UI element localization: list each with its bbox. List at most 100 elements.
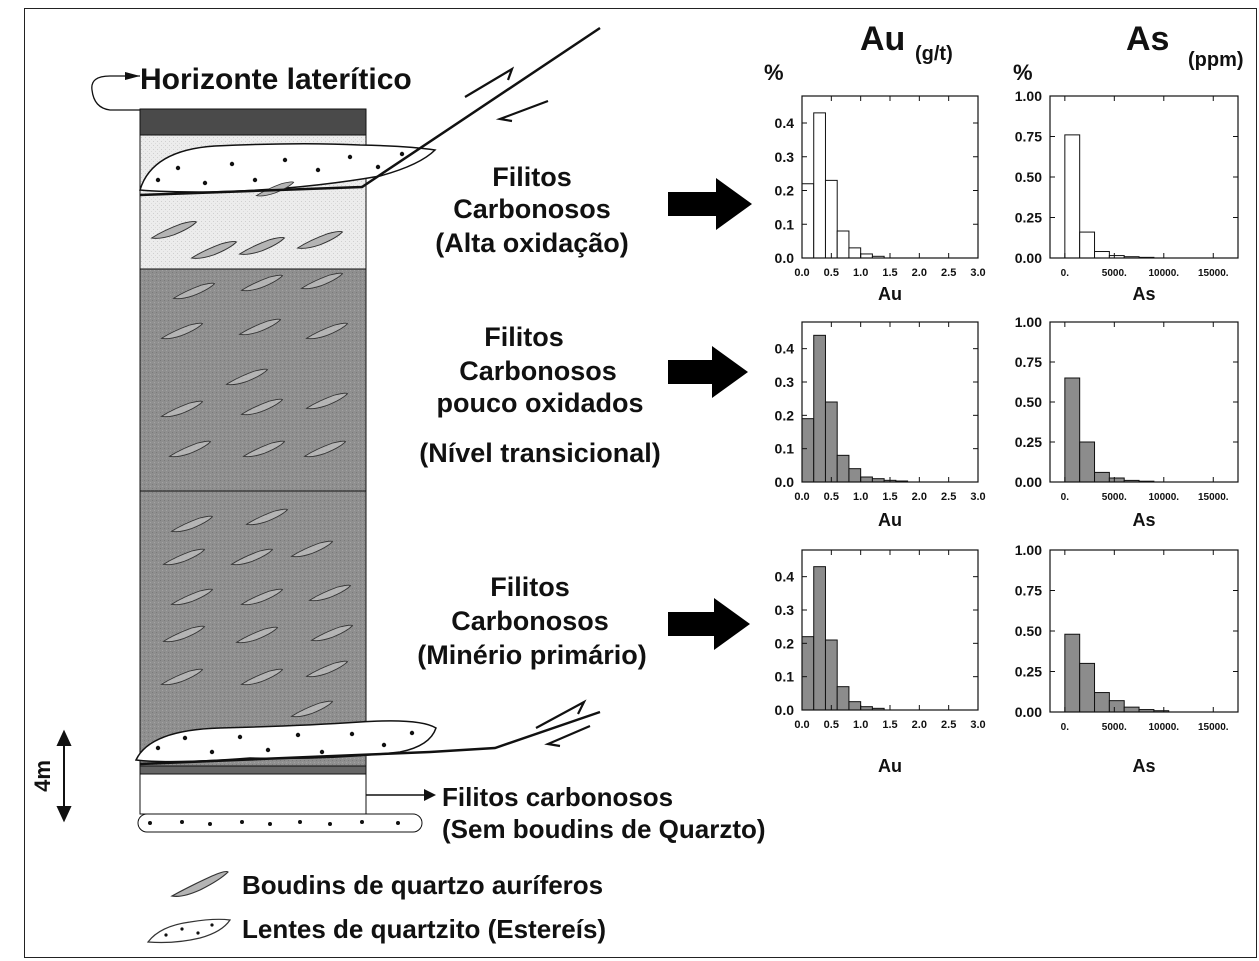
zone1-line3: (Alta oxidação) xyxy=(435,228,629,258)
zone-labels: Filitos Carbonosos (Alta oxidação) Filit… xyxy=(417,162,661,670)
bar xyxy=(1094,471,1110,483)
bar xyxy=(801,418,815,483)
bar xyxy=(860,253,873,259)
bar xyxy=(1079,231,1096,259)
au-percent-label: % xyxy=(764,60,784,85)
histogram-as-4: 0.000.250.500.751.000.5000.10000.15000.A… xyxy=(1015,314,1239,530)
bar xyxy=(836,686,850,711)
y-tick-label: 0.00 xyxy=(1015,250,1042,266)
scale-bar xyxy=(56,729,72,823)
y-tick-label: 0.75 xyxy=(1015,583,1042,599)
y-tick-label: 1.00 xyxy=(1015,88,1042,104)
y-tick-label: 0.50 xyxy=(1015,394,1042,410)
x-axis-label: As xyxy=(1132,756,1155,776)
x-axis-label: Au xyxy=(878,284,902,304)
bar xyxy=(1064,134,1081,259)
histogram-as-6: 0.000.250.500.751.000.5000.10000.15000.A… xyxy=(1015,542,1239,776)
x-tick-label: 1.5 xyxy=(882,719,897,731)
zone1-line2: Carbonosos xyxy=(453,194,611,224)
bar xyxy=(1108,700,1125,713)
zone3-line2: Carbonosos xyxy=(451,606,609,636)
as-unit: (ppm) xyxy=(1188,49,1244,71)
y-tick-label: 0.3 xyxy=(775,149,795,165)
x-tick-label: 3.0 xyxy=(970,267,985,279)
x-tick-label: 2.0 xyxy=(912,491,927,503)
lateritic-bracket xyxy=(91,75,140,111)
x-tick-label: 5000. xyxy=(1102,268,1127,279)
bar xyxy=(1123,706,1140,713)
y-tick-label: 0.0 xyxy=(775,474,795,490)
y-tick-label: 0.4 xyxy=(775,569,795,585)
x-tick-label: 5000. xyxy=(1102,722,1127,733)
primary-ore-layer xyxy=(139,490,367,767)
zone2-line4: (Nível transicional) xyxy=(419,438,661,468)
y-tick-label: 0.2 xyxy=(775,407,795,423)
x-tick-label: 10000. xyxy=(1148,268,1179,279)
zone2-line1: Filitos xyxy=(484,322,564,352)
base-label-arrowhead xyxy=(424,789,436,801)
bar xyxy=(813,566,826,711)
x-tick-label: 0. xyxy=(1061,722,1070,733)
zone3-line1: Filitos xyxy=(490,572,570,602)
x-tick-label: 0.5 xyxy=(824,491,839,503)
y-tick-label: 0.0 xyxy=(775,702,795,718)
bar xyxy=(848,247,862,259)
x-tick-label: 2.5 xyxy=(941,267,956,279)
y-tick-label: 0.00 xyxy=(1015,474,1042,490)
x-tick-label: 0. xyxy=(1061,268,1070,279)
transitional-layer xyxy=(139,268,367,492)
bar xyxy=(836,230,850,259)
y-tick-label: 0.3 xyxy=(775,602,795,618)
bar xyxy=(1094,692,1110,713)
x-tick-label: 15000. xyxy=(1198,492,1229,503)
bar xyxy=(824,401,838,483)
x-axis-label: Au xyxy=(878,510,902,530)
x-tick-label: 0.0 xyxy=(794,267,809,279)
y-tick-label: 0.3 xyxy=(775,374,795,390)
x-tick-label: 10000. xyxy=(1148,492,1179,503)
scale-label: 4m xyxy=(30,760,55,792)
y-tick-label: 0.50 xyxy=(1015,623,1042,639)
bar xyxy=(801,636,815,711)
as-percent-label: % xyxy=(1013,60,1033,85)
x-tick-label: 5000. xyxy=(1102,492,1127,503)
y-tick-label: 1.00 xyxy=(1015,542,1042,558)
fault-motion-arrows xyxy=(464,66,591,748)
x-tick-label: 2.0 xyxy=(912,719,927,731)
y-tick-label: 0.1 xyxy=(775,441,795,457)
y-tick-label: 0.25 xyxy=(1015,434,1042,450)
x-tick-label: 15000. xyxy=(1198,722,1229,733)
base-lens-dots xyxy=(148,820,400,826)
bar xyxy=(848,468,862,483)
bar xyxy=(860,476,873,483)
y-tick-label: 0.4 xyxy=(775,341,795,357)
stratigraphic-column: Horizonte laterítico 4m Filitos carbonos… xyxy=(30,26,766,844)
y-tick-label: 0.1 xyxy=(775,216,795,232)
lower-lens-dots xyxy=(155,730,415,755)
bar xyxy=(1108,477,1125,483)
as-header: As xyxy=(1126,20,1169,58)
y-tick-label: 0.0 xyxy=(775,250,795,266)
arrow-zone1 xyxy=(668,178,752,230)
y-tick-label: 0.4 xyxy=(775,115,795,131)
x-tick-label: 3.0 xyxy=(970,491,985,503)
x-axis-label: As xyxy=(1132,510,1155,530)
base-label-line2: (Sem boudins de Quarzto) xyxy=(442,814,766,844)
quartzite-base-lens xyxy=(137,813,423,833)
bar xyxy=(1079,662,1096,713)
legend: Boudins de quartzo auríferos Lentes de q… xyxy=(146,870,606,944)
x-tick-label: 0.0 xyxy=(794,719,809,731)
lower-fault xyxy=(139,710,601,766)
arrow-zone3 xyxy=(668,598,750,650)
y-tick-label: 0.50 xyxy=(1015,169,1042,185)
lateritic-horizon-label: Horizonte laterítico xyxy=(140,63,412,96)
x-tick-label: 10000. xyxy=(1148,722,1179,733)
barren-phyllite-layer xyxy=(139,773,367,815)
x-tick-label: 2.0 xyxy=(912,267,927,279)
au-header: Au xyxy=(860,20,905,58)
figure-frame xyxy=(24,8,1257,958)
bar xyxy=(801,183,815,259)
x-tick-label: 0.5 xyxy=(824,267,839,279)
